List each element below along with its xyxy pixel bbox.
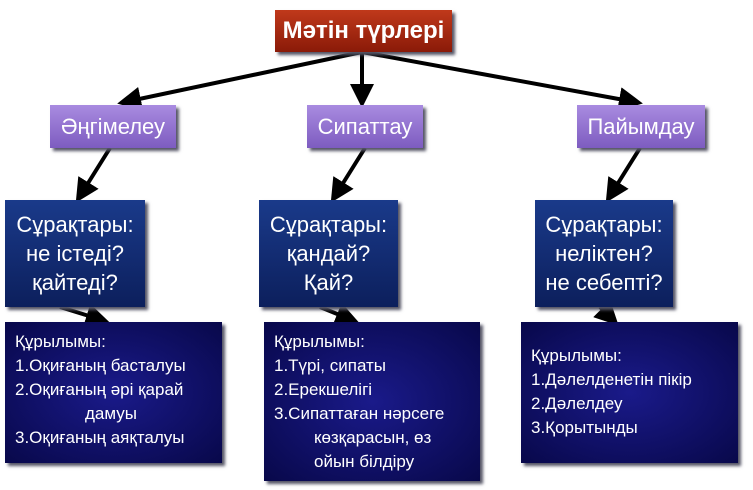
structure-line: Құрылымы:: [274, 332, 365, 351]
structure-line: ойын білдіру: [314, 452, 415, 471]
structure-line: Құрылымы:: [15, 332, 106, 351]
questions-line: Қай?: [303, 270, 354, 295]
structure-description: Құрылымы: 1.Түрі, сипаты 2.Ерекшелігі 3.…: [264, 322, 480, 481]
structure-reasoning: Құрылымы: 1.Дәлелденетін пікір 2.Дәлелде…: [521, 322, 738, 463]
structure-line: дамуы: [85, 404, 137, 423]
questions-line: қайтеді?: [32, 270, 118, 295]
structure-narration: Құрылымы: 1.Оқиғаның басталуы 2.Оқиғаның…: [5, 322, 222, 463]
structure-line: 1.Түрі, сипаты: [274, 356, 387, 375]
structure-line: 3.Сипаттаған нәрсеге: [274, 404, 445, 423]
structure-line: 3.Қорытынды: [531, 418, 638, 437]
structure-line: 2.Оқиғаның әрі қарай: [15, 380, 184, 399]
structure-line: 2.Дәлелдеу: [531, 394, 623, 413]
questions-line: не істеді?: [26, 241, 124, 266]
questions-description: Сұрақтары: қандай? Қай?: [259, 200, 398, 307]
structure-line: 1.Дәлелденетін пікір: [531, 370, 692, 389]
root-node: Мәтін түрлері: [275, 10, 452, 52]
questions-line: не себепті?: [545, 270, 663, 295]
questions-reasoning: Сұрақтары: неліктен? не себепті?: [535, 200, 673, 307]
questions-line: неліктен?: [555, 241, 653, 266]
structure-line: Құрылымы:: [531, 346, 622, 365]
type-description: Сипаттау: [307, 105, 423, 148]
type-reasoning: Пайымдау: [577, 105, 705, 148]
structure-line: 1.Оқиғаның басталуы: [15, 356, 186, 375]
type-narration: Әңгімелеу: [50, 105, 176, 148]
questions-line: қандай?: [286, 241, 371, 266]
structure-line: 3.Оқиғаның аяқталуы: [15, 428, 185, 447]
questions-line: Сұрақтары:: [269, 212, 388, 237]
questions-narration: Сұрақтары: не істеді? қайтеді?: [5, 200, 145, 307]
questions-line: Сұрақтары:: [16, 212, 134, 237]
questions-line: Сұрақтары:: [545, 212, 663, 237]
structure-line: көзқарасын, өз: [314, 428, 432, 447]
structure-line: 2.Ерекшелігі: [274, 380, 373, 399]
